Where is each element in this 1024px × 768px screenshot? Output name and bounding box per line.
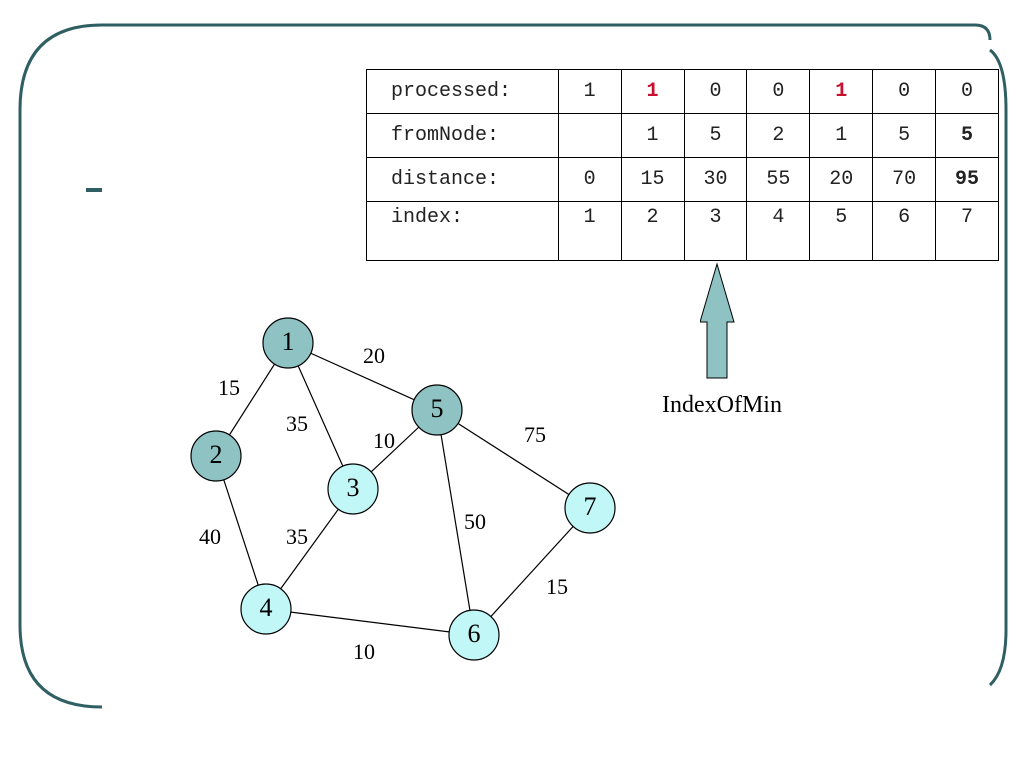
table-cell: 7 [935, 201, 999, 261]
bullet-dash [86, 188, 102, 192]
edge-5-7 [436, 409, 591, 509]
table-cell: 1 [809, 113, 874, 159]
node-label: 1 [282, 327, 295, 356]
edge-2-4 [215, 455, 267, 610]
table-cell: 3 [683, 201, 748, 261]
row-label: index: [366, 201, 559, 261]
edge-1-3 [287, 342, 354, 490]
row-label: distance: [366, 157, 559, 203]
edge-weight-label: 40 [199, 524, 221, 549]
edge-weight-label: 75 [524, 422, 546, 447]
edge-weight-label: 10 [373, 428, 395, 453]
node-label: 2 [210, 440, 223, 469]
table-cell: 1 [620, 113, 685, 159]
edge-weight-label: 10 [353, 639, 375, 664]
table-cell: 95 [935, 157, 999, 203]
table-cell: 1 [557, 201, 622, 261]
up-arrow-icon [700, 262, 735, 379]
node-2 [190, 430, 242, 482]
edge-weight-label: 15 [546, 574, 568, 599]
table-cell: 2 [620, 201, 685, 261]
table-cell [557, 113, 622, 159]
table-cell: 70 [872, 157, 937, 203]
edge-5-6 [436, 409, 475, 636]
table-cell: 0 [872, 68, 937, 115]
row-label: processed: [366, 68, 559, 115]
node-1 [262, 317, 314, 369]
table-cell: 0 [557, 157, 622, 203]
table-cell: 5 [935, 113, 999, 159]
row-label: fromNode: [366, 113, 559, 159]
edge-4-6 [265, 608, 475, 636]
node-label: 7 [584, 492, 597, 521]
node-label: 6 [468, 619, 481, 648]
node-3 [327, 463, 379, 515]
index-of-min-label: IndexOfMin [662, 392, 782, 418]
node-label: 5 [431, 394, 444, 423]
node-label: 3 [347, 473, 360, 502]
table-cell: 1 [809, 68, 874, 115]
node-5 [411, 384, 463, 436]
edge-7-6 [473, 507, 591, 636]
table-cell: 20 [809, 157, 874, 203]
table-cell: 0 [746, 68, 811, 115]
edge-weight-label: 35 [286, 411, 308, 436]
edge-weight-label: 15 [218, 375, 240, 400]
node-label: 4 [260, 593, 273, 622]
table-cell: 5 [809, 201, 874, 261]
edge-weight-label: 35 [286, 524, 308, 549]
node-6 [448, 609, 500, 661]
table-cell: 5 [872, 113, 937, 159]
edge-1-5 [287, 342, 438, 411]
table-cell: 55 [746, 157, 811, 203]
table-cell: 6 [872, 201, 937, 261]
node-4 [240, 583, 292, 635]
table-cell: 30 [683, 157, 748, 203]
node-7 [564, 482, 616, 534]
edge-weight-label: 20 [363, 343, 385, 368]
table-cell: 4 [746, 201, 811, 261]
edge-weight-label: 50 [464, 509, 486, 534]
table-cell: 15 [620, 157, 685, 203]
table-cell: 0 [935, 68, 999, 115]
